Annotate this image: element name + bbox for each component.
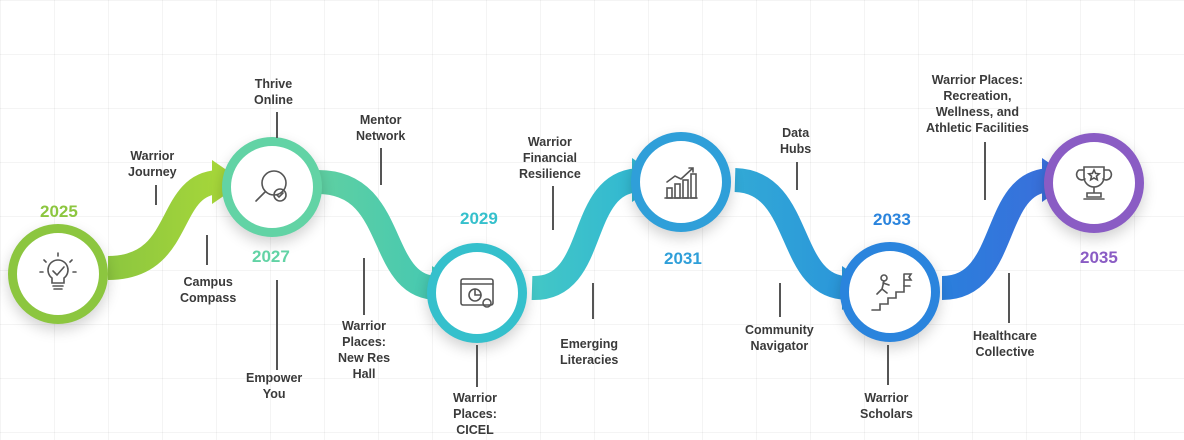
tick-emerging-literacies: [592, 283, 594, 319]
path-segment-1: [107, 170, 220, 280]
path-segment-4: [733, 168, 851, 301]
lightbulb-check-icon: [39, 252, 77, 290]
label-data-hubs: Data Hubs: [780, 126, 812, 156]
tick-campus-compass: [206, 235, 208, 265]
year-2029: 2029: [460, 209, 498, 228]
tick-cicel: [476, 345, 478, 387]
tick-warrior-journey: [155, 185, 157, 205]
path-segment-5: [940, 168, 1052, 300]
year-2025: 2025: [40, 202, 78, 221]
tick-financial-resilience: [552, 186, 554, 230]
label-new-res-hall: Warrior Places: New Res Hall: [338, 319, 391, 381]
year-2033: 2033: [873, 210, 911, 229]
node-2031: [631, 132, 731, 232]
trophy-star-icon: [1075, 166, 1113, 200]
label-emerging-literacies: Emerging Literacies: [560, 337, 619, 367]
node-2027: [222, 137, 322, 237]
tick-community-navigator: [779, 283, 781, 317]
year-2031: 2031: [664, 249, 702, 268]
tick-recreation-facilities: [984, 142, 986, 200]
label-campus-compass: Campus Compass: [180, 275, 237, 305]
tick-empower-you: [276, 280, 278, 370]
tick-healthcare-collective: [1008, 273, 1010, 323]
year-2035: 2035: [1080, 248, 1118, 267]
label-recreation-facilities: Warrior Places: Recreation, Wellness, an…: [926, 73, 1029, 135]
tick-data-hubs: [796, 162, 798, 190]
stairs-flag-icon: [871, 273, 913, 311]
path-segment-3: [531, 168, 642, 301]
label-empower-you: Empower You: [246, 371, 303, 401]
node-2029: [427, 243, 527, 343]
label-financial-resilience: Warrior Financial Resilience: [519, 135, 581, 181]
year-2027: 2027: [252, 247, 290, 266]
growth-chart-icon: [664, 167, 698, 199]
magnifier-check-icon: [255, 170, 287, 202]
tick-mentor-network: [380, 148, 382, 185]
path-segment-2: [317, 170, 441, 301]
tick-new-res-hall: [363, 258, 365, 315]
tick-warrior-scholars: [887, 345, 889, 385]
label-warrior-scholars: Warrior Scholars: [860, 391, 913, 421]
label-mentor-network: Mentor Network: [356, 113, 406, 143]
label-community-navigator: Community Navigator: [745, 323, 814, 353]
tick-thrive-online: [276, 112, 278, 138]
node-2033: [840, 242, 940, 342]
label-thrive-online: Thrive Online: [254, 77, 293, 107]
dashboard-chart-icon: [460, 278, 494, 308]
label-cicel: Warrior Places: CICEL: [453, 391, 497, 437]
label-warrior-journey: Warrior Journey: [128, 149, 177, 179]
node-2025: [8, 224, 108, 324]
node-2035: [1044, 133, 1144, 233]
label-healthcare-collective: Healthcare Collective: [973, 329, 1037, 359]
